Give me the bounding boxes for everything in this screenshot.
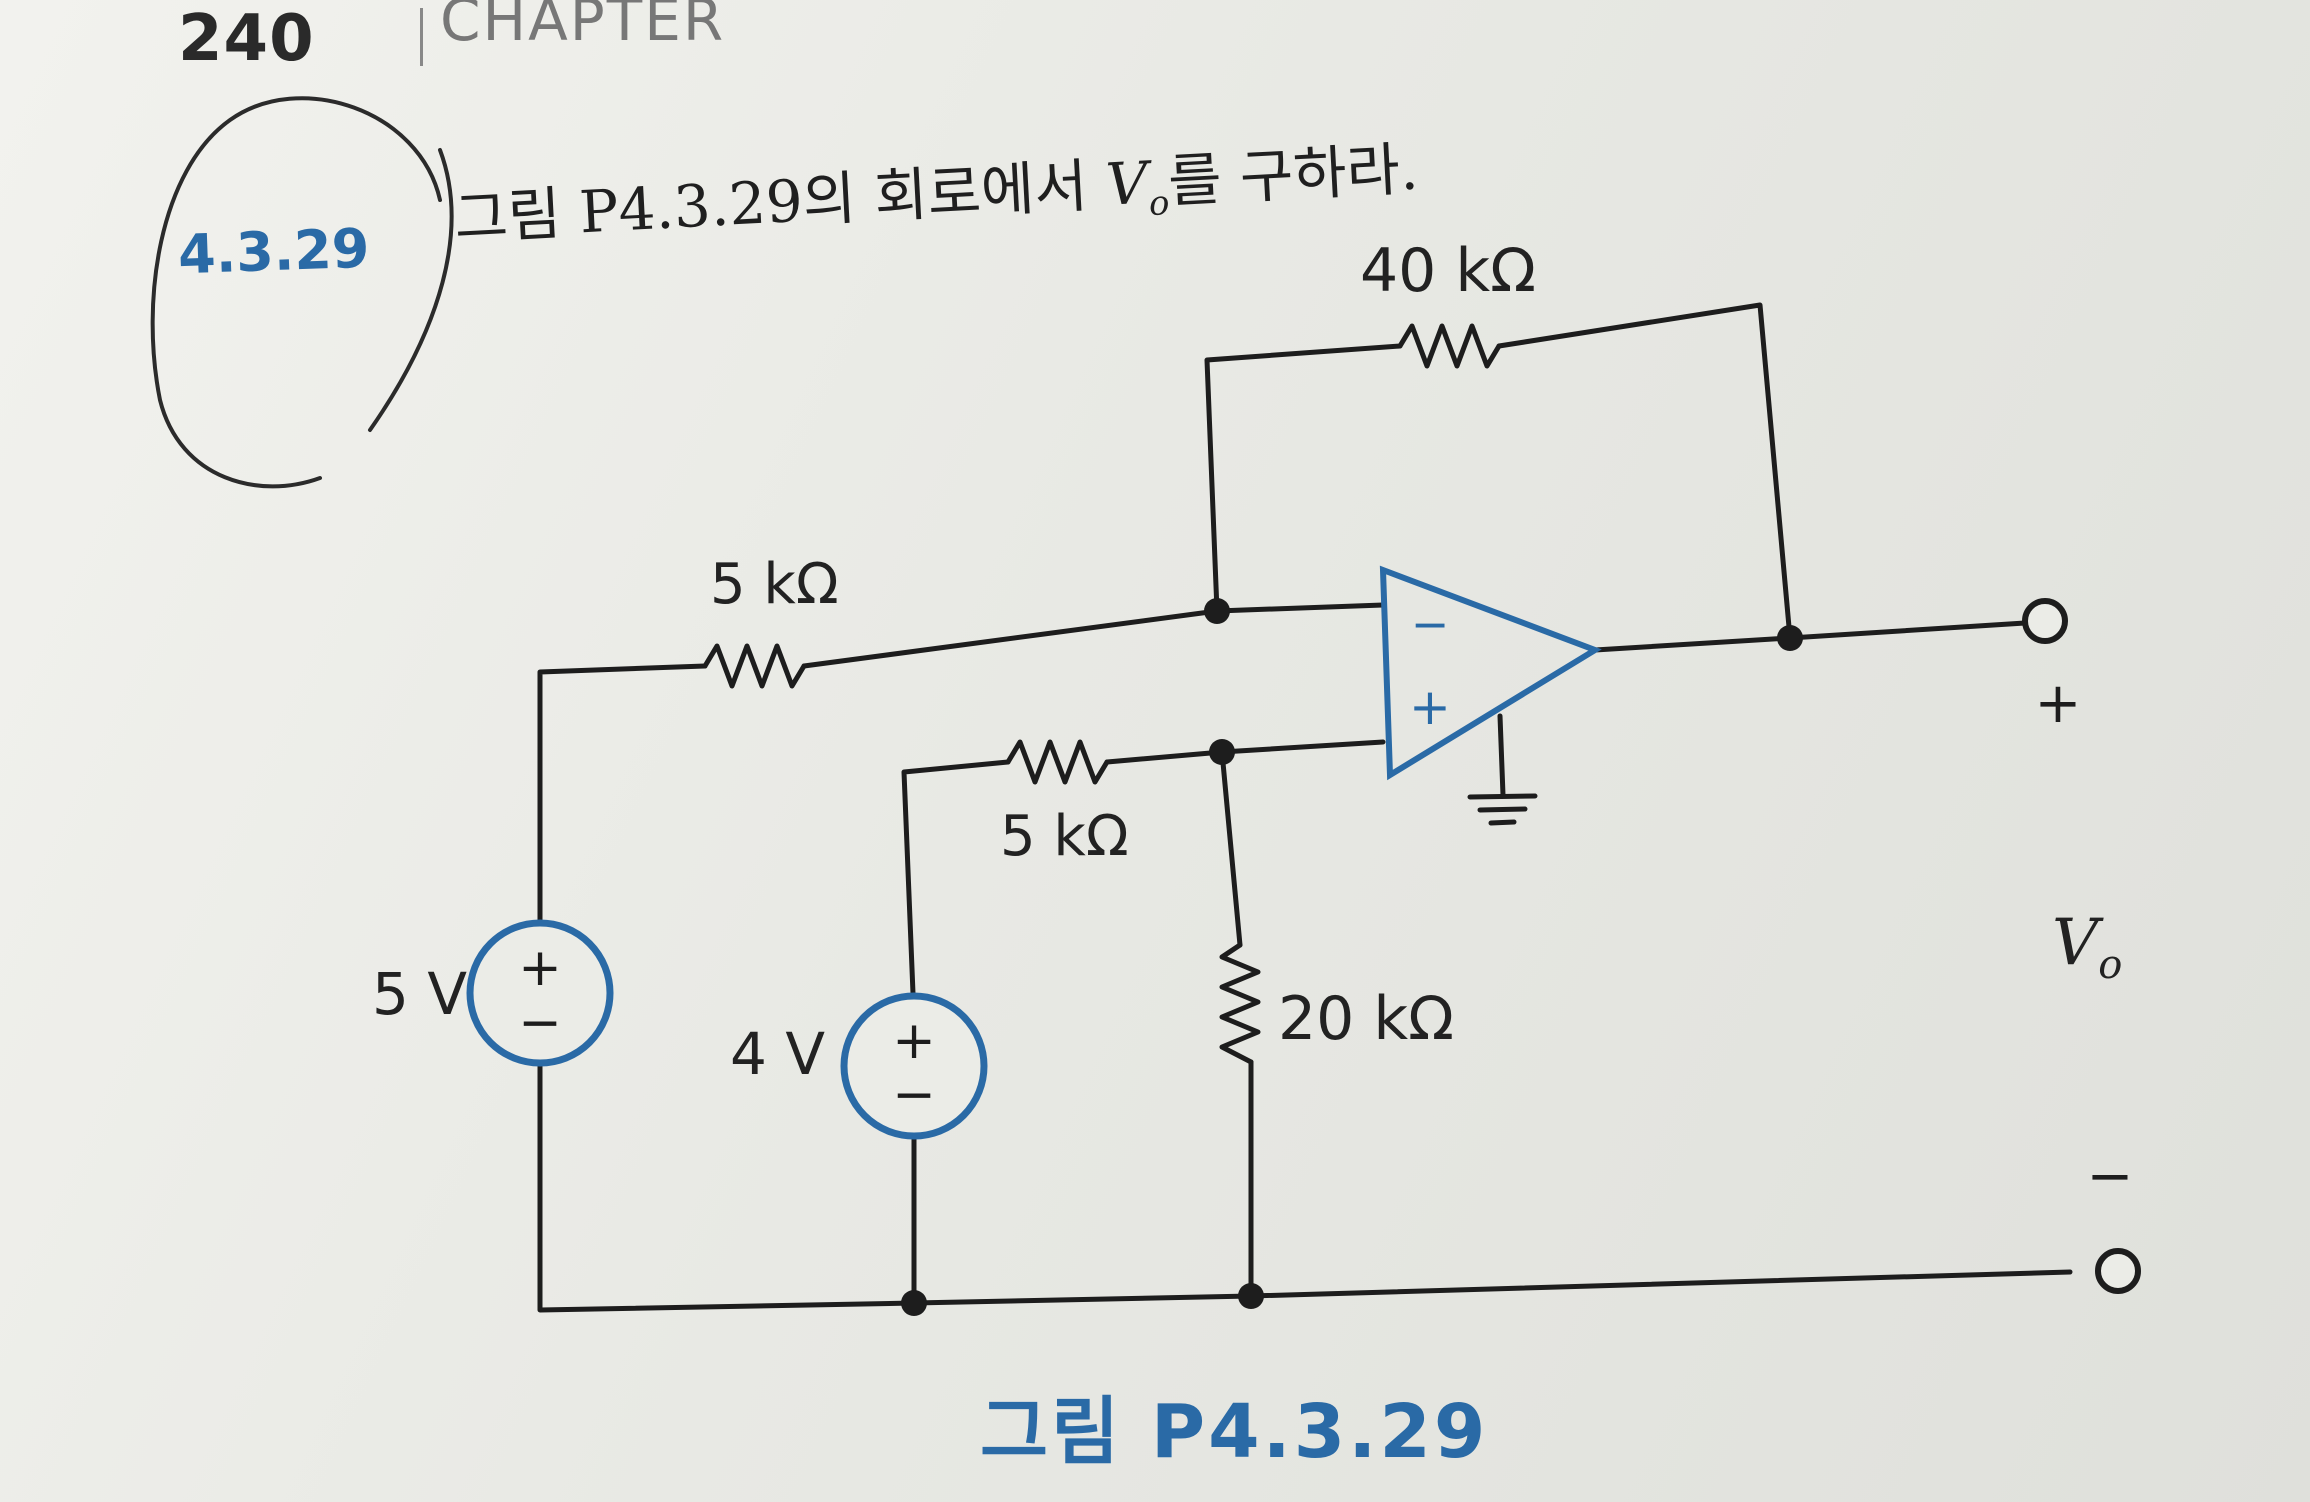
wire-output xyxy=(1592,620,2028,653)
resistor-5k-top xyxy=(702,643,807,689)
output-terminal-plus xyxy=(2022,598,2068,644)
output-voltage-symbol: V xyxy=(2052,906,2099,980)
opamp-inverting-sign: − xyxy=(1411,597,1450,651)
op-amp xyxy=(1379,565,1602,781)
output-voltage-subscript: o xyxy=(2098,941,2123,988)
header-divider xyxy=(420,8,423,66)
source-4v-minus: − xyxy=(892,1065,936,1125)
source-5v-minus: − xyxy=(518,993,562,1053)
wire-middle-source-top xyxy=(901,759,1011,1021)
voltage-source-5v xyxy=(466,919,614,1067)
label-20k: 20 kΩ xyxy=(1278,984,1455,1054)
resistor-40k-feedback xyxy=(1397,323,1502,369)
resistor-20k-shunt xyxy=(1219,942,1261,1065)
junction-dot xyxy=(1204,598,1230,624)
output-voltage-label: Vo xyxy=(2052,906,2122,988)
label-5k-middle: 5 kΩ xyxy=(1000,804,1129,869)
output-terminal-minus xyxy=(2095,1248,2141,1294)
figure-caption: 그림 P4.3.29 xyxy=(980,1389,1489,1475)
label-40k: 40 kΩ xyxy=(1360,236,1537,306)
resistor-5k-middle xyxy=(1005,739,1110,785)
wire-junction-to-noninverting xyxy=(1219,739,1386,755)
wire-feedback-left xyxy=(1204,343,1403,614)
handwritten-circle-mark xyxy=(150,96,454,489)
label-5v: 5 V xyxy=(372,960,468,1028)
wire-20k-top xyxy=(1219,749,1243,948)
junction-dot xyxy=(1238,1283,1264,1309)
junction-dot xyxy=(1209,739,1235,765)
label-5k-top: 5 kΩ xyxy=(710,552,839,617)
source-5v-plus: + xyxy=(518,938,562,998)
chapter-label: CHAPTER xyxy=(440,0,726,48)
ground-icon xyxy=(1467,713,1538,826)
wire-feedback-right xyxy=(1496,302,1793,641)
opamp-noninverting-sign: + xyxy=(1409,678,1451,736)
voltage-source-4v xyxy=(840,992,988,1140)
page-number: 240 xyxy=(178,2,315,76)
source-4v-plus: + xyxy=(892,1011,936,1071)
output-minus-sign: − xyxy=(2087,1144,2134,1209)
wire-top-to-junction xyxy=(801,608,1220,669)
junction-dot xyxy=(1777,625,1803,651)
junction-dot xyxy=(901,1290,927,1316)
wire-left-source-bottom xyxy=(537,1059,2073,1313)
wire-junction-to-inverting xyxy=(1214,602,1386,614)
output-plus-sign: + xyxy=(2035,671,2082,736)
label-4v: 4 V xyxy=(730,1020,826,1088)
wire-left-source-top xyxy=(537,663,708,928)
wire-mid-to-junction xyxy=(1104,749,1225,765)
